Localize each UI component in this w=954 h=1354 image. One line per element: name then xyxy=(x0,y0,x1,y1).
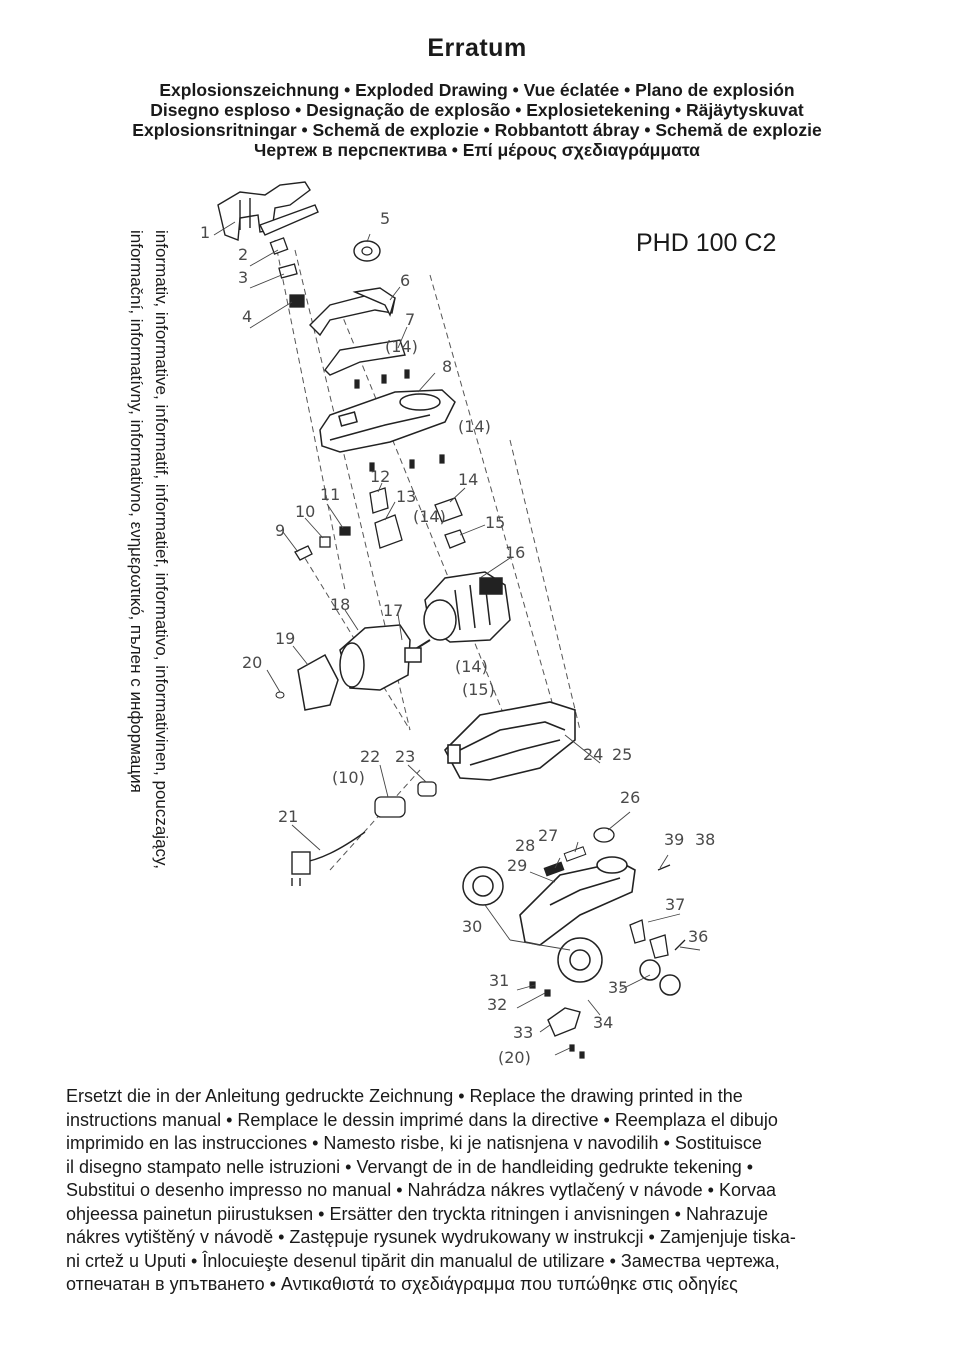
part-label: (14) xyxy=(455,657,488,676)
part-label: 21 xyxy=(278,807,298,826)
part-label: 7 xyxy=(405,310,415,329)
motor-part xyxy=(423,571,511,643)
part-label: 33 xyxy=(513,1023,533,1042)
part-label: 16 xyxy=(505,543,525,562)
part-label: 22 xyxy=(360,747,380,766)
bracket-parts xyxy=(629,864,686,959)
top-frame-part xyxy=(309,287,396,337)
part-label: (10) xyxy=(332,768,365,787)
part-label: 31 xyxy=(489,971,509,990)
part-label: 8 xyxy=(442,357,452,376)
footer-line: il disegno stampato nelle istruzioni • V… xyxy=(66,1156,754,1177)
part-label: 6 xyxy=(400,271,410,290)
part-label: 34 xyxy=(593,1013,613,1032)
part-label: 29 xyxy=(507,856,527,875)
upper-housing-part xyxy=(319,389,456,453)
leader-lines xyxy=(213,221,701,1056)
page-title: Erratum xyxy=(427,34,527,62)
part-labels: 1 2 3 4 5 6 7 (14) 8 (14) 9 10 11 12 13 … xyxy=(200,209,715,1067)
part-label: 3 xyxy=(238,268,248,287)
part-label: 12 xyxy=(370,467,390,486)
part-label: 13 xyxy=(396,487,416,506)
part-label: (14) xyxy=(413,507,446,526)
vertical-note: informativ, informative, informatif, inf… xyxy=(124,230,174,869)
part-label: 38 xyxy=(695,830,715,849)
footer-line: instructions manual • Remplace le dessin… xyxy=(66,1109,778,1130)
footer-line: ohjeessa painetun piirustuksen • Ersätte… xyxy=(66,1203,768,1224)
subtitle-line: Explosionszeichnung • Exploded Drawing •… xyxy=(159,80,795,100)
subtitle-block: Explosionszeichnung • Exploded Drawing •… xyxy=(0,80,954,160)
part-label: 9 xyxy=(275,521,285,540)
lower-housing-part xyxy=(444,701,576,781)
part-label: 18 xyxy=(330,595,350,614)
footer-line: Substitui o desenho impresso no manual •… xyxy=(66,1180,776,1200)
part-label: 39 xyxy=(664,830,684,849)
part-label: 20 xyxy=(242,653,262,672)
footer-line: imprimido en las instrucciones • Namesto… xyxy=(66,1133,762,1153)
footer-line: nákres vytištěný v návodě • Zastępuje ry… xyxy=(66,1227,796,1247)
part-label: 36 xyxy=(688,927,708,946)
screws xyxy=(354,369,445,472)
part-label: 35 xyxy=(608,978,628,997)
handle-part xyxy=(217,181,319,241)
part-label: 1 xyxy=(200,223,210,242)
part-label: 4 xyxy=(242,307,252,326)
part-label: 32 xyxy=(487,995,507,1014)
part-label: (15) xyxy=(462,680,495,699)
base-part xyxy=(519,856,636,946)
fan-housing-part xyxy=(339,624,422,691)
subtitle-line: Explosionsritningar • Schemă de explozie… xyxy=(132,120,822,140)
exploded-drawing: 1 2 3 4 5 6 7 (14) 8 (14) 9 10 11 12 13 … xyxy=(200,181,715,1067)
plate-part xyxy=(547,1007,581,1037)
model-number: PHD 100 C2 xyxy=(636,229,777,257)
part-label: 28 xyxy=(515,836,535,855)
vertical-note-line: informační, informatívny, informativno, … xyxy=(127,230,146,793)
part-label: 26 xyxy=(620,788,640,807)
part-label: 11 xyxy=(320,485,340,504)
footer-line: отпечатан в упътването • Αντικαθιστά το … xyxy=(66,1274,738,1294)
part-label: 25 xyxy=(612,745,632,764)
footer-line: ni crtež u Uputi • Înlocuieşte desenul t… xyxy=(66,1250,780,1271)
power-cord xyxy=(291,831,366,886)
part-label: 23 xyxy=(395,747,415,766)
part-label: 37 xyxy=(665,895,685,914)
cover-part xyxy=(324,339,406,376)
cap-part xyxy=(297,653,339,711)
part-label: 10 xyxy=(295,502,315,521)
part-label: 14 xyxy=(458,470,478,489)
part-label: 5 xyxy=(380,209,390,228)
part-label: (14) xyxy=(385,337,418,356)
part-label: 27 xyxy=(538,826,558,845)
part-label: 30 xyxy=(462,917,482,936)
part-label: 17 xyxy=(383,601,403,620)
part-label: 2 xyxy=(238,245,248,264)
small-parts-top xyxy=(269,237,305,308)
part-label: (14) xyxy=(458,417,491,436)
part-label: 15 xyxy=(485,513,505,532)
subtitle-line: Disegno esploso • Designação de explosão… xyxy=(150,100,804,120)
wheel-parts xyxy=(462,866,681,996)
part-label: 24 xyxy=(583,745,603,764)
part-label: 19 xyxy=(275,629,295,648)
part-label: (20) xyxy=(498,1048,531,1067)
connector-parts xyxy=(374,781,437,818)
subtitle-line: Чертеж в перспектива • Επί μέρους σχεδια… xyxy=(254,140,700,160)
footer-text: Ersetzt die in der Anleitung gedruckte Z… xyxy=(66,1085,896,1297)
footer-line: Ersetzt die in der Anleitung gedruckte Z… xyxy=(66,1086,743,1106)
switch-parts xyxy=(294,487,466,561)
vertical-note-line: informativ, informative, informatif, inf… xyxy=(152,230,171,869)
